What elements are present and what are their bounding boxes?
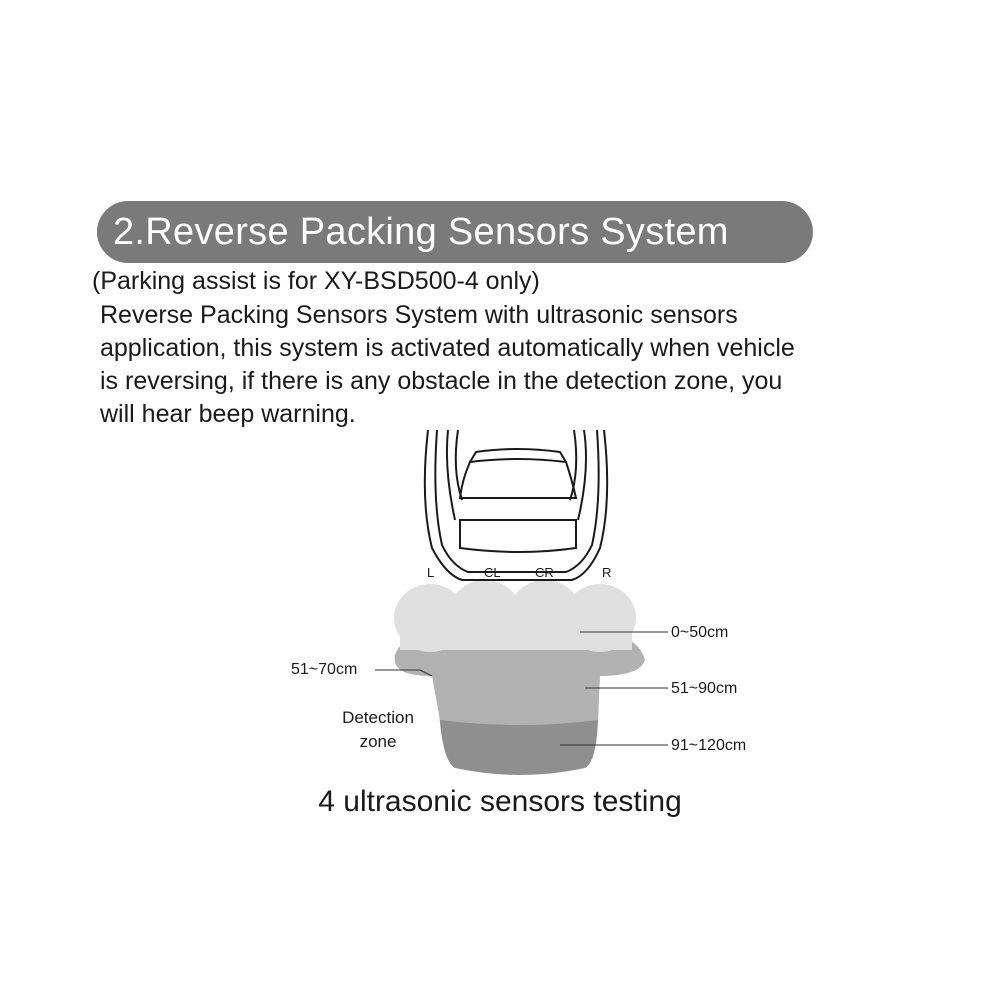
zone-label-inner: 0~50cm <box>671 624 729 641</box>
zone-label-middle: 51~90cm <box>671 680 738 697</box>
middle-zone <box>394 636 645 725</box>
zone-label-outer: 91~120cm <box>671 737 747 754</box>
sensor-label-l: L <box>427 565 435 580</box>
zone-label-side: 51~70cm <box>291 661 358 678</box>
description-line-3: is reversing, if there is any obstacle i… <box>100 367 783 395</box>
inner-zone <box>394 580 636 652</box>
description-line-2: application, this system is activated au… <box>100 334 795 362</box>
detection-zone-caption-line-2: zone <box>359 732 397 751</box>
description-line-4: will hear beep warning. <box>100 400 356 428</box>
detection-zone-caption-line-1: Detection <box>342 708 414 727</box>
sensor-label-cl: CL <box>484 565 501 580</box>
title-banner <box>97 201 813 263</box>
model-note: (Parking assist is for XY-BSD500-4 only) <box>92 267 540 295</box>
section-title: 2.Reverse Packing Sensors System <box>113 211 729 253</box>
car-outline <box>423 429 609 581</box>
sensor-label-r: R <box>602 565 612 580</box>
diagram-caption: 4 ultrasonic sensors testing <box>318 785 682 818</box>
leader-lines <box>375 631 668 746</box>
sensor-label-cr: CR <box>535 565 554 580</box>
description-line-1: Reverse Packing Sensors System with ultr… <box>100 301 738 329</box>
detection-zone-caption: Detection zone <box>323 706 433 754</box>
